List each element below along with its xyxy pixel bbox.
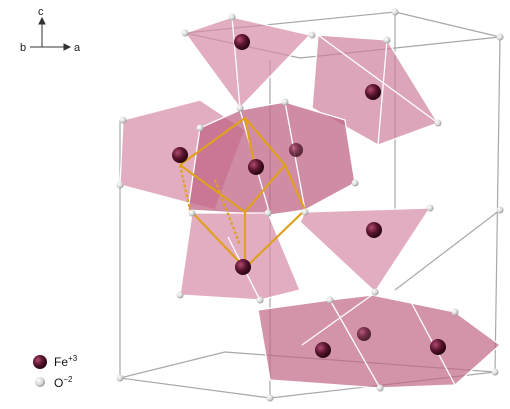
o-atom	[497, 207, 504, 214]
o-atom	[120, 117, 127, 124]
o-atom	[497, 34, 504, 41]
fe-tetrahedron-middle-right	[300, 208, 430, 292]
legend: Fe+3 O−2	[33, 354, 78, 390]
axis-label-a: a	[74, 42, 81, 54]
fe-atom	[430, 339, 446, 355]
axes-indicator	[30, 18, 70, 50]
legend-o-charge: −2	[63, 375, 73, 384]
axis-label-c: c	[38, 6, 44, 18]
o-atom	[117, 375, 124, 382]
o-atom	[189, 210, 196, 217]
o-atom	[435, 120, 442, 127]
fe-octahedron-bottom	[258, 295, 500, 388]
o-atom	[302, 209, 309, 216]
axis-label-b: b	[20, 42, 26, 54]
o-atom	[229, 14, 236, 21]
o-atom	[392, 9, 399, 16]
fe-atom	[357, 327, 371, 341]
fe-atom	[248, 159, 264, 175]
fe-atom	[315, 342, 331, 358]
o-atom	[327, 297, 334, 304]
svg-text:Fe+3: Fe+3	[54, 354, 78, 369]
o-atom	[492, 369, 499, 376]
fe-atom	[235, 259, 251, 275]
o-atom	[182, 30, 189, 37]
legend-o-swatch	[35, 377, 45, 387]
polyhedra	[120, 17, 500, 388]
o-atom	[384, 37, 391, 44]
fe-atom	[366, 222, 382, 238]
o-atom	[427, 205, 434, 212]
o-atom	[377, 385, 384, 392]
o-atom	[267, 395, 274, 402]
legend-o-symbol: O	[54, 376, 63, 390]
legend-fe-symbol: Fe	[54, 355, 68, 369]
o-atom	[177, 292, 184, 299]
o-atom	[257, 297, 264, 304]
fe-atom	[172, 147, 188, 163]
o-atom	[452, 309, 459, 316]
fe-atom	[234, 34, 250, 50]
fe-octahedron-lower-left	[180, 213, 300, 300]
o-atom	[372, 289, 379, 296]
legend-fe-charge: +3	[68, 354, 78, 363]
o-atom	[309, 32, 316, 39]
o-atom	[117, 182, 124, 189]
o-atom	[237, 105, 244, 112]
fe-tetrahedron-top	[185, 17, 310, 108]
o-atom	[197, 125, 204, 132]
fe-atom	[365, 84, 381, 100]
o-atom	[352, 180, 359, 187]
o-atom	[282, 99, 289, 106]
svg-text:O−2: O−2	[54, 375, 73, 390]
o-atom	[265, 210, 272, 217]
legend-fe-swatch	[33, 355, 47, 369]
fe-atom	[289, 143, 303, 157]
